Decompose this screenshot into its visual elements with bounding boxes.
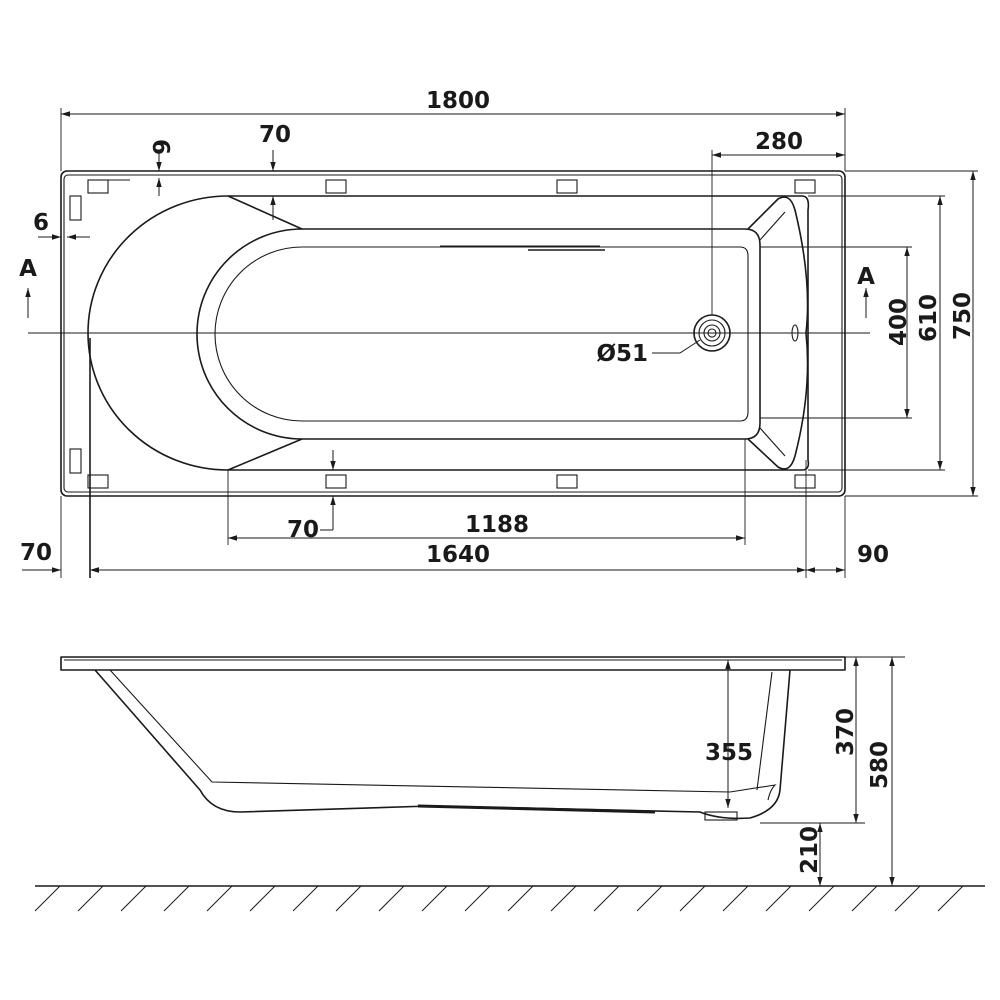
dim-rim-offset-left: 6: [33, 210, 49, 236]
foot-end-inner: [759, 211, 786, 457]
side-tub-body: [94, 669, 791, 820]
dim-overall-width: 750: [950, 292, 976, 340]
dim-rim-offset-top: 6: [147, 139, 173, 155]
floor-hatch-line: [765, 885, 792, 912]
side-waste-line: [417, 804, 656, 814]
floor-hatch-line: [292, 885, 319, 912]
floor-hatch-line: [335, 885, 362, 912]
floor-hatch-line: [636, 885, 663, 912]
floor-hatch-line: [421, 885, 448, 912]
floor-hatch-line: [120, 885, 147, 912]
side-view-dimensions: 355 370 580 210: [705, 656, 905, 886]
floor-hatch-line: [378, 885, 405, 912]
dim-tub-depth: 370: [833, 708, 859, 756]
floor-hatch-line: [206, 885, 233, 912]
top-view-dimensions: 1800 6 6 70 280 Ø51 A A 400 610: [19, 88, 978, 578]
side-waste-outlet: [704, 811, 738, 821]
section-marker-left: A: [19, 256, 37, 282]
floor-hatch-line: [894, 885, 921, 912]
floor-hatch-line: [249, 885, 276, 912]
floor-hatch-line: [507, 885, 534, 912]
basin-inner-outline: [214, 246, 749, 422]
floor-hatch-line: [937, 885, 964, 912]
dim-rim-width-bottom: 70: [287, 517, 319, 543]
dim-inner-width: 610: [916, 294, 942, 342]
dim-waste-offset: 280: [755, 129, 803, 155]
floor-hatch-line: [593, 885, 620, 912]
floor-hatch-line: [464, 885, 491, 912]
dim-inner-depth: 355: [705, 740, 753, 766]
dim-floor-clearance: 210: [797, 826, 823, 874]
head-chamfer-top: [227, 195, 303, 230]
top-view: [28, 170, 870, 578]
side-view: [60, 656, 846, 821]
floor-hatch-line: [808, 885, 835, 912]
floor-hatch-line: [851, 885, 878, 912]
inner-rim-outline: [63, 174, 843, 493]
dim-inner-width-bottom: 400: [886, 298, 912, 346]
side-rim: [60, 656, 846, 671]
dim-left-offset: 70: [20, 540, 52, 566]
dim-right-offset: 90: [857, 542, 889, 568]
floor-hatching: [34, 885, 964, 912]
basin-head-curve: [196, 228, 303, 440]
dim-base-length: 1188: [465, 512, 529, 538]
floor-hatch-line: [722, 885, 749, 912]
dim-total-height: 580: [867, 741, 893, 789]
floor-hatch-line: [34, 885, 61, 912]
head-chamfer-bottom: [227, 438, 303, 471]
outer-rim-outline: [60, 170, 846, 497]
fixing-pads: [69, 179, 816, 489]
side-tub-inner: [109, 669, 777, 801]
dim-rim-width-top: 70: [259, 122, 291, 148]
floor-hatch-line: [679, 885, 706, 912]
floor-hatch-line: [163, 885, 190, 912]
dim-inner-length: 1640: [426, 542, 490, 568]
basin-outline: [302, 228, 761, 440]
floor-hatch-line: [77, 885, 104, 912]
dim-overall-length: 1800: [426, 88, 490, 114]
floor-hatch-line: [550, 885, 577, 912]
section-marker-right: A: [857, 264, 875, 290]
dim-waste-diameter: Ø51: [596, 341, 648, 367]
